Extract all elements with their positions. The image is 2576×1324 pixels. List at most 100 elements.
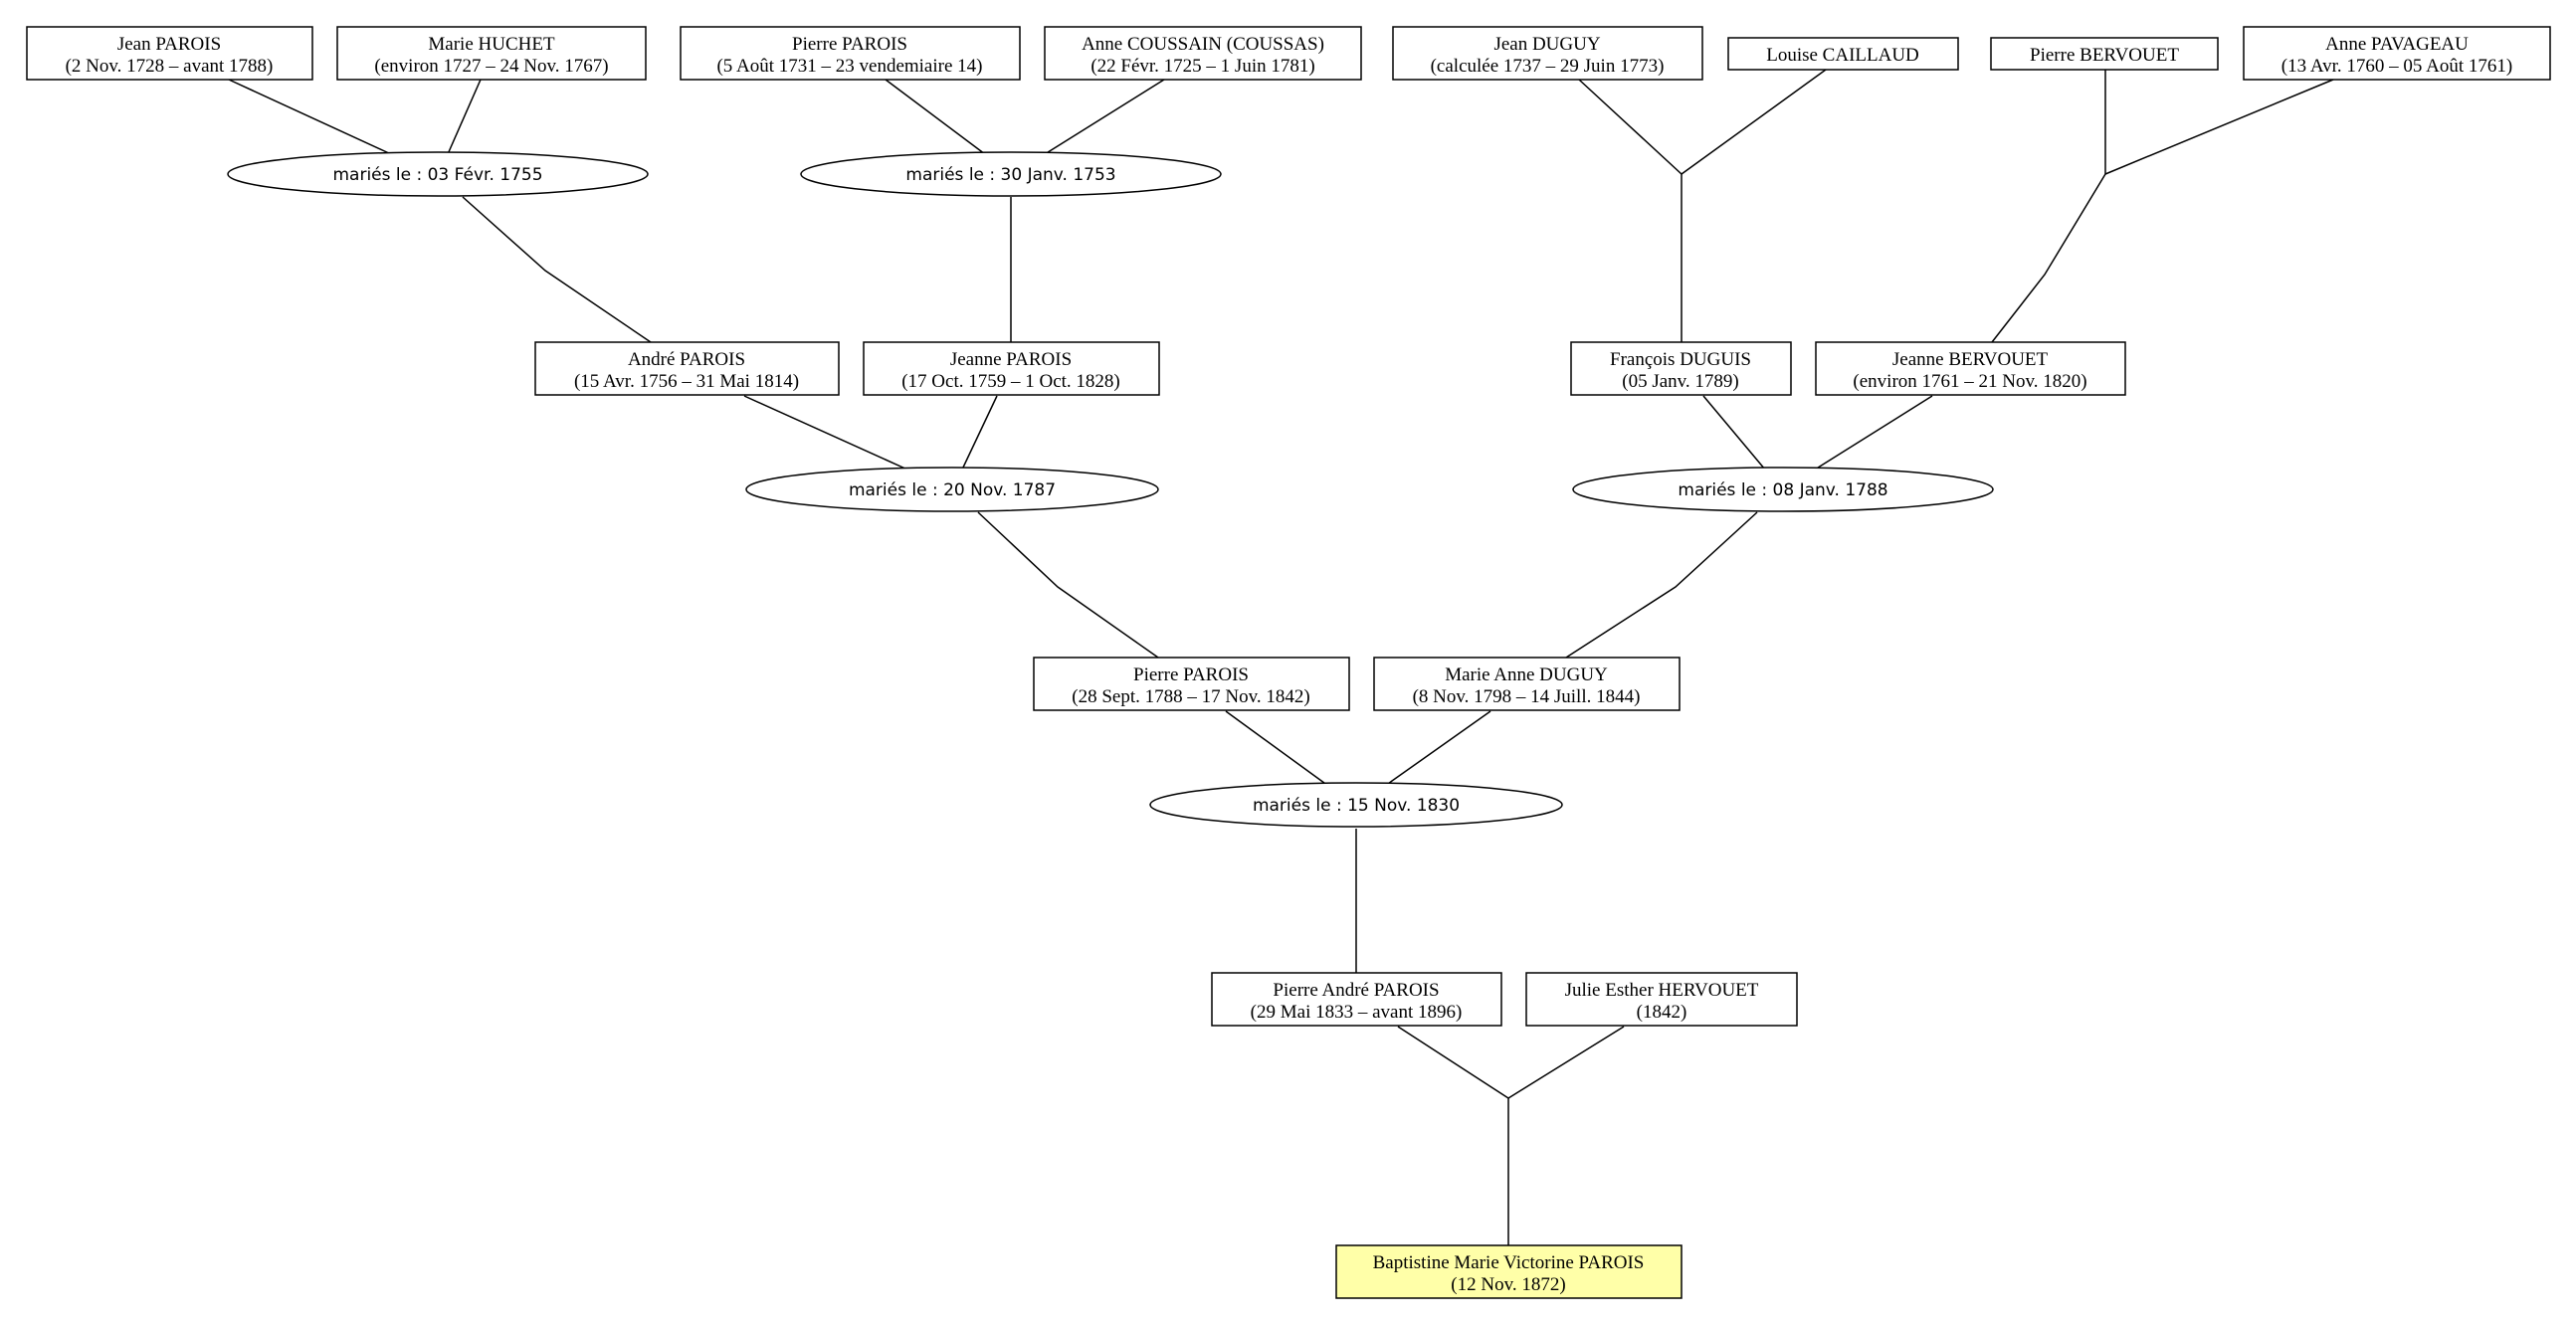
marriage-label: mariés le : 15 Nov. 1830 bbox=[1253, 796, 1460, 816]
marriage-m5[interactable]: mariés le : 15 Nov. 1830 bbox=[1149, 782, 1563, 828]
edge-p15-u3 bbox=[1397, 1026, 1509, 1099]
person-dates: (28 Sept. 1788 – 17 Nov. 1842) bbox=[1072, 686, 1309, 707]
person-dates: (1842) bbox=[1637, 1002, 1687, 1023]
person-name: Anne COUSSAIN (COUSSAS) bbox=[1082, 34, 1324, 55]
marriage-label: mariés le : 08 Janv. 1788 bbox=[1678, 480, 1887, 500]
marriage-m3[interactable]: mariés le : 20 Nov. 1787 bbox=[745, 467, 1159, 512]
person-box bbox=[1211, 972, 1502, 1027]
edge-p5-u1 bbox=[1578, 79, 1683, 175]
person-box bbox=[1373, 657, 1681, 711]
person-dates: (05 Janv. 1789) bbox=[1622, 371, 1739, 392]
edge-p13-m5 bbox=[1225, 710, 1329, 787]
person-dates: (5 Août 1731 – 23 vendemiaire 14) bbox=[716, 56, 982, 77]
person-box bbox=[534, 341, 840, 396]
person-name: François DUGUIS bbox=[1610, 349, 1751, 370]
person-box bbox=[1727, 37, 1959, 71]
person-box bbox=[1815, 341, 2126, 396]
person-box bbox=[1033, 657, 1350, 711]
edge-m1-p9 bbox=[462, 196, 652, 343]
person-card-julie-esther-hervouet[interactable]: Julie Esther HERVOUET (1842) bbox=[1525, 972, 1798, 1027]
edge-p6-u1 bbox=[1681, 69, 1827, 175]
marriage-oval bbox=[745, 467, 1159, 512]
person-dates: (12 Nov. 1872) bbox=[1451, 1274, 1565, 1295]
person-card-jean-duguy[interactable]: Jean DUGUY (calculée 1737 – 29 Juin 1773… bbox=[1392, 26, 1703, 81]
person-name: Pierre BERVOUET bbox=[2030, 45, 2179, 66]
person-box bbox=[1990, 37, 2219, 71]
person-name: Pierre PAROIS bbox=[1133, 664, 1249, 685]
person-card-jeanne-bervouet[interactable]: Jeanne BERVOUET (environ 1761 – 21 Nov. … bbox=[1815, 341, 2126, 396]
person-card-andre-parois[interactable]: André PAROIS (15 Avr. 1756 – 31 Mai 1814… bbox=[534, 341, 840, 396]
person-name: Julie Esther HERVOUET bbox=[1565, 980, 1759, 1001]
marriage-oval bbox=[1149, 782, 1563, 828]
person-card-pierre-andre-parois[interactable]: Pierre André PAROIS (29 Mai 1833 – avant… bbox=[1211, 972, 1502, 1027]
person-box bbox=[863, 341, 1160, 396]
person-dates: (environ 1761 – 21 Nov. 1820) bbox=[1853, 371, 2086, 392]
person-name: Jean PAROIS bbox=[117, 34, 221, 55]
person-card-anne-coussain[interactable]: Anne COUSSAIN (COUSSAS) (22 Févr. 1725 –… bbox=[1044, 26, 1362, 81]
person-dates: (22 Févr. 1725 – 1 Juin 1781) bbox=[1090, 56, 1314, 77]
person-dates: (2 Nov. 1728 – avant 1788) bbox=[66, 56, 274, 77]
person-name: Marie HUCHET bbox=[428, 34, 555, 55]
person-dates: (29 Mai 1833 – avant 1896) bbox=[1251, 1002, 1463, 1023]
person-box bbox=[1044, 26, 1362, 81]
person-card-pierre-parois-1788[interactable]: Pierre PAROIS (28 Sept. 1788 – 17 Nov. 1… bbox=[1033, 657, 1350, 711]
person-box bbox=[1392, 26, 1703, 81]
edge-p10-m3 bbox=[961, 395, 998, 471]
person-dates: (13 Avr. 1760 – 05 Août 1761) bbox=[2281, 56, 2512, 77]
marriage-ovals: mariés le : 03 Févr. 1755 mariés le : 30… bbox=[227, 151, 1994, 828]
person-dates: (calculée 1737 – 29 Juin 1773) bbox=[1431, 56, 1665, 77]
marriage-m1[interactable]: mariés le : 03 Févr. 1755 bbox=[227, 151, 649, 197]
edge-p4-m2 bbox=[1044, 79, 1165, 155]
person-name: Pierre André PAROIS bbox=[1273, 980, 1439, 1001]
person-box bbox=[336, 26, 647, 81]
edge-p9-m3 bbox=[743, 395, 908, 471]
person-dates: (environ 1727 – 24 Nov. 1767) bbox=[374, 56, 608, 77]
person-name: André PAROIS bbox=[628, 349, 745, 370]
marriage-oval bbox=[800, 151, 1222, 197]
person-box bbox=[1570, 341, 1792, 396]
person-name: Marie Anne DUGUY bbox=[1445, 664, 1608, 685]
person-name: Pierre PAROIS bbox=[792, 34, 907, 55]
person-dates: (15 Avr. 1756 – 31 Mai 1814) bbox=[574, 371, 799, 392]
edge-p12-m4 bbox=[1814, 395, 1933, 471]
person-boxes: Jean PAROIS (2 Nov. 1728 – avant 1788) M… bbox=[26, 26, 2551, 1299]
person-card-louise-caillaud[interactable]: Louise CAILLAUD bbox=[1727, 37, 1959, 71]
person-card-jeanne-parois[interactable]: Jeanne PAROIS (17 Oct. 1759 – 1 Oct. 182… bbox=[863, 341, 1160, 396]
person-dates: (17 Oct. 1759 – 1 Oct. 1828) bbox=[901, 371, 1120, 392]
edge-p11-m4 bbox=[1702, 395, 1766, 471]
marriage-m4[interactable]: mariés le : 08 Janv. 1788 bbox=[1572, 467, 1994, 512]
person-name: Baptistine Marie Victorine PAROIS bbox=[1373, 1252, 1645, 1273]
person-card-pierre-parois-1731[interactable]: Pierre PAROIS (5 Août 1731 – 23 vendemia… bbox=[680, 26, 1021, 81]
person-box bbox=[2243, 26, 2551, 81]
person-card-marie-anne-duguy[interactable]: Marie Anne DUGUY (8 Nov. 1798 – 14 Juill… bbox=[1373, 657, 1681, 711]
marriage-label: mariés le : 30 Janv. 1753 bbox=[905, 165, 1115, 185]
edge-p14-m5 bbox=[1384, 710, 1491, 787]
edge-p1-m1 bbox=[228, 79, 392, 155]
person-dates: (8 Nov. 1798 – 14 Juill. 1844) bbox=[1413, 686, 1641, 707]
person-box bbox=[26, 26, 313, 81]
person-card-baptistine-marie-victorine-parois[interactable]: Baptistine Marie Victorine PAROIS (12 No… bbox=[1335, 1244, 1683, 1299]
person-box bbox=[680, 26, 1021, 81]
person-name: Anne PAVAGEAU bbox=[2325, 34, 2469, 55]
person-card-jean-parois[interactable]: Jean PAROIS (2 Nov. 1728 – avant 1788) bbox=[26, 26, 313, 81]
tree-edges bbox=[228, 69, 2334, 1245]
person-box bbox=[1525, 972, 1798, 1027]
person-card-pierre-bervouet[interactable]: Pierre BERVOUET bbox=[1990, 37, 2219, 71]
marriage-label: mariés le : 20 Nov. 1787 bbox=[849, 480, 1056, 500]
marriage-m2[interactable]: mariés le : 30 Janv. 1753 bbox=[800, 151, 1222, 197]
marriage-label: mariés le : 03 Févr. 1755 bbox=[332, 165, 542, 185]
person-name: Jean DUGUY bbox=[1493, 34, 1600, 55]
person-card-anne-pavageau[interactable]: Anne PAVAGEAU (13 Avr. 1760 – 05 Août 17… bbox=[2243, 26, 2551, 81]
marriage-oval bbox=[227, 151, 649, 197]
edge-m4-p14 bbox=[1565, 511, 1758, 659]
person-box-highlighted bbox=[1335, 1244, 1683, 1299]
marriage-oval bbox=[1572, 467, 1994, 512]
person-card-francois-duguis[interactable]: François DUGUIS (05 Janv. 1789) bbox=[1570, 341, 1792, 396]
person-name: Louise CAILLAUD bbox=[1766, 45, 1919, 66]
person-card-marie-huchet[interactable]: Marie HUCHET (environ 1727 – 24 Nov. 176… bbox=[336, 26, 647, 81]
edge-p2-m1 bbox=[447, 79, 482, 155]
person-name: Jeanne BERVOUET bbox=[1892, 349, 2049, 370]
edge-p3-m2 bbox=[885, 79, 986, 155]
edge-p8-u2 bbox=[2104, 79, 2334, 175]
